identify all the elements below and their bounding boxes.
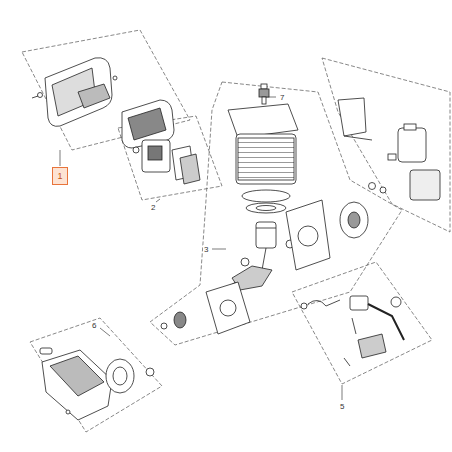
crankcase bbox=[161, 183, 386, 335]
spark-plug bbox=[259, 84, 269, 104]
piston-crank bbox=[222, 222, 294, 290]
air-filter bbox=[32, 58, 174, 148]
callout-number: 6 bbox=[91, 321, 97, 330]
callout-number: 3 bbox=[203, 245, 209, 254]
callout-box: 1 bbox=[52, 167, 68, 185]
callout-number: 5 bbox=[339, 402, 345, 411]
cylinder bbox=[228, 104, 298, 213]
recoil-starter bbox=[40, 348, 154, 420]
leader-lines bbox=[60, 97, 342, 400]
callout-number: 2 bbox=[150, 203, 156, 212]
carburetor bbox=[133, 140, 200, 184]
callout-number: 7 bbox=[279, 93, 285, 102]
ignition-cover bbox=[338, 98, 440, 200]
group-outline bbox=[22, 30, 450, 432]
callout-number: 1 bbox=[57, 171, 62, 181]
ignition-module bbox=[301, 296, 404, 366]
